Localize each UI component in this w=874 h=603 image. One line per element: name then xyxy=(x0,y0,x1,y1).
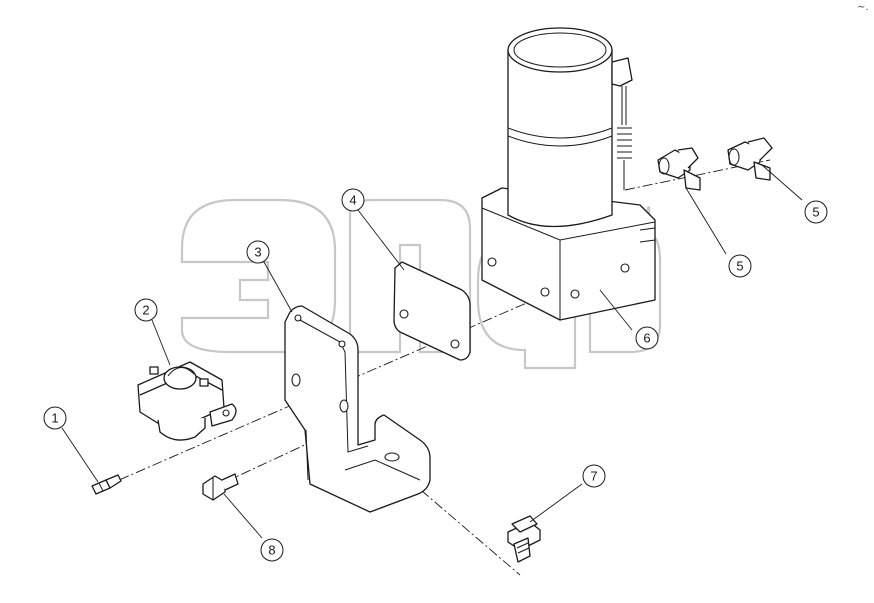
callout-2: 2 xyxy=(134,298,158,322)
part-5-fitting-left xyxy=(657,147,701,191)
callout-5-left: 5 xyxy=(728,254,752,278)
callout-4-label: 4 xyxy=(349,193,356,208)
callout-7: 7 xyxy=(582,464,606,488)
corner-mark: ~. xyxy=(857,2,869,13)
callout-8-label: 8 xyxy=(268,543,275,558)
callout-3: 3 xyxy=(246,240,270,264)
callout-5-left-label: 5 xyxy=(736,259,743,274)
callout-7-label: 7 xyxy=(590,469,597,484)
callout-4: 4 xyxy=(341,188,365,212)
part-8-hex-bolt xyxy=(202,473,239,501)
leader-lines xyxy=(61,164,803,539)
part-4-plate xyxy=(393,261,471,361)
part-5-fitting-right xyxy=(727,137,773,181)
part-2-switch xyxy=(137,361,237,441)
callout-5-right: 5 xyxy=(804,200,828,224)
callout-1: 1 xyxy=(43,406,67,430)
assembly-centerlines xyxy=(102,159,771,576)
part-3-bracket xyxy=(284,305,431,513)
callout-3-label: 3 xyxy=(254,245,261,260)
callout-1-label: 1 xyxy=(51,411,58,426)
part-1-screw xyxy=(91,474,122,495)
part-7-flange-bolt xyxy=(507,515,541,563)
callout-8: 8 xyxy=(260,538,284,562)
callout-6: 6 xyxy=(635,326,659,350)
callout-5-right-label: 5 xyxy=(812,205,819,220)
callout-6-label: 6 xyxy=(643,331,650,346)
part-6-motor-assembly xyxy=(481,27,656,321)
callout-2-label: 2 xyxy=(142,303,149,318)
